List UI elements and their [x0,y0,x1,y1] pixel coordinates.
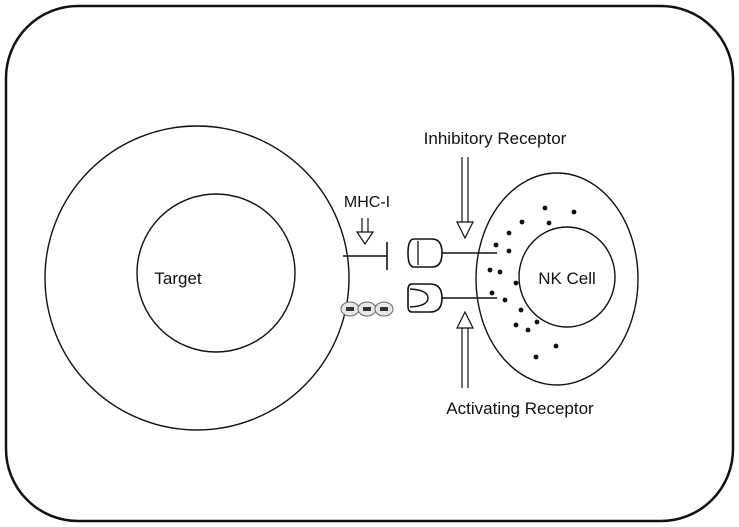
activating-pointer-arrow [456,310,474,388]
activating-ligands [340,301,394,317]
nk-cell-nucleus [518,226,616,328]
ligand-bead-mark [346,307,354,311]
mhc-pointer-arrow [355,218,375,246]
target-cell: Target [44,125,350,431]
ligand-bead-mark [380,307,388,311]
mhc-i-molecule [343,242,388,270]
target-label: Target [154,269,202,288]
inhibitory-pointer-arrow [456,157,474,240]
ligand-bead-mark [363,307,371,311]
target-outer-membrane [44,125,350,431]
activating-receptor-cup [409,288,429,308]
inhibitory-receptor-head [407,238,443,268]
inhibitory-receptor [407,238,497,268]
activating-receptor-head [407,283,443,313]
mhc-label: MHC-I [344,194,390,211]
nk-cell-granules [487,205,577,360]
target-nucleus [136,193,296,353]
activating-receptor [407,283,497,313]
nk-cell: NK Cell [475,172,639,386]
nk-cell-outer-membrane [475,172,639,386]
nk-cell-label: NK Cell [538,269,596,288]
inhibitory-receptor-label: Inhibitory Receptor [424,129,567,148]
diagram-frame [4,4,735,523]
activating-receptor-label: Activating Receptor [446,399,594,418]
